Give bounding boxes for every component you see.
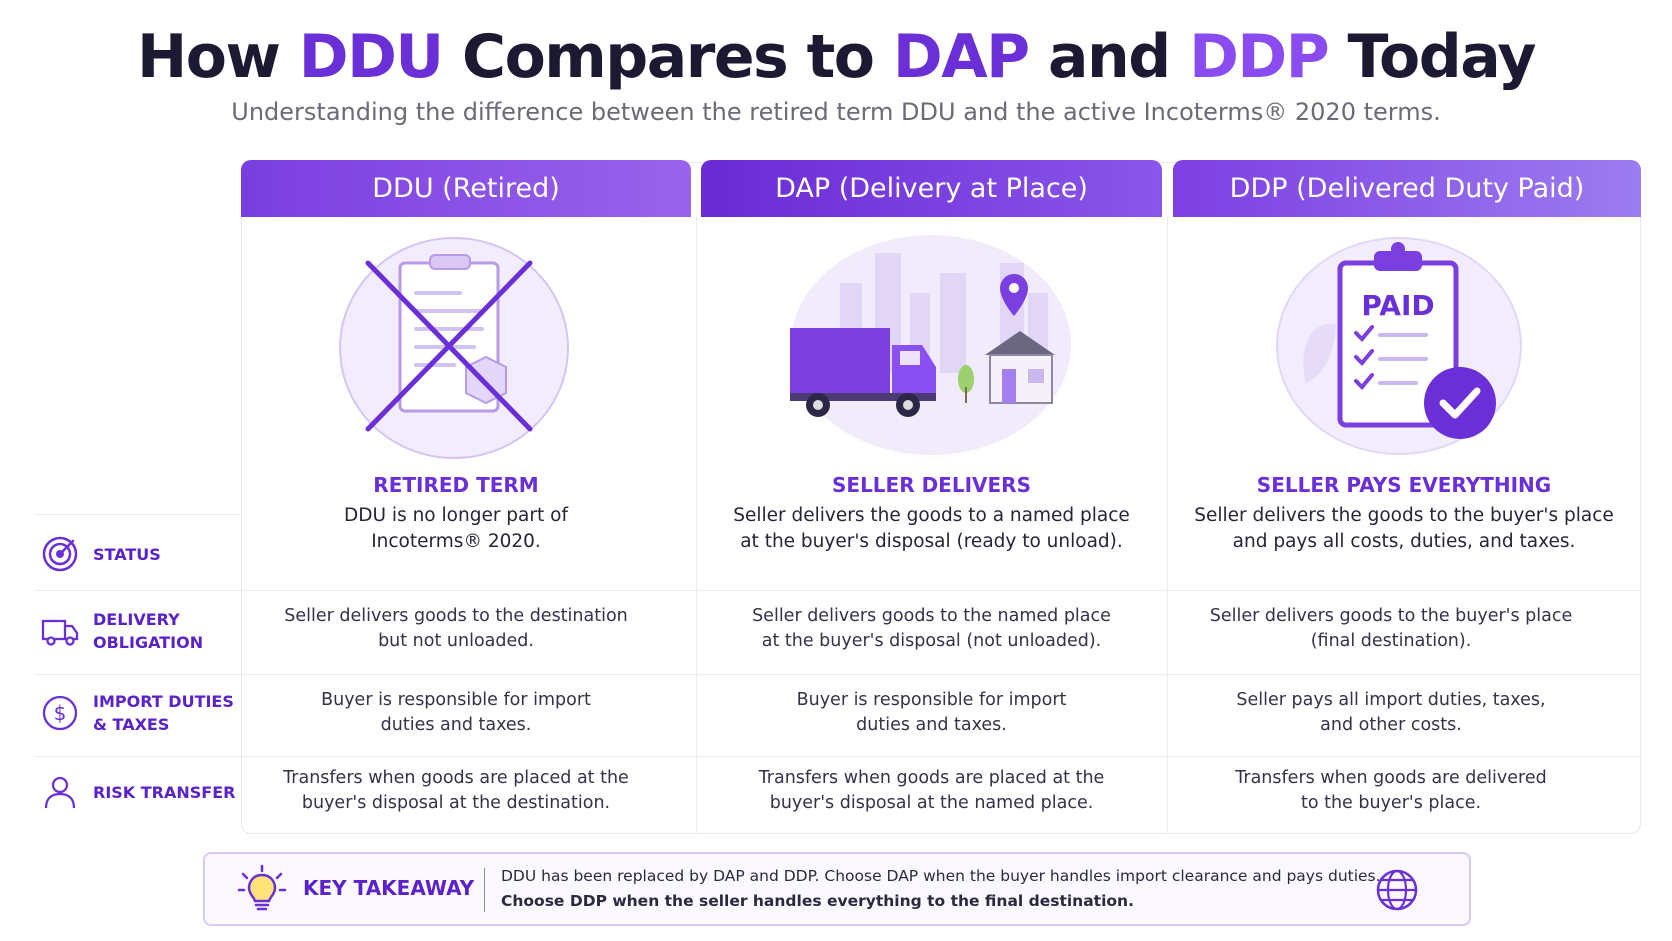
cell-line: Buyer is responsible for import — [321, 690, 591, 710]
cell-line: (final destination). — [1310, 631, 1472, 651]
column-divider — [1167, 217, 1168, 834]
cell-line: Seller delivers goods to the named place — [752, 606, 1111, 626]
cell-line: Transfers when goods are placed at the — [283, 768, 629, 788]
status-desc-ddp: Seller delivers the goods to the buyer's… — [1167, 503, 1641, 555]
cell-line: Transfers when goods are placed at the — [758, 768, 1105, 788]
title-ddp: DDP — [1189, 22, 1330, 92]
row-label-text: STATUS — [93, 544, 161, 564]
cell-risk-dap: Transfers when goods are placed at the b… — [696, 766, 1167, 816]
row-label-import-duties: $ IMPORT DUTIES & TAXES — [40, 688, 240, 738]
cell-line: Buyer is responsible for import — [796, 690, 1067, 710]
desc-line: Seller delivers the goods to the buyer's… — [1194, 505, 1614, 526]
cell-line: at the buyer's disposal (not unloaded). — [761, 631, 1102, 651]
takeaway-line-2: Choose DDP when the seller handles every… — [501, 892, 1134, 910]
cell-risk-ddp: Transfers when goods are delivered to th… — [1167, 766, 1615, 816]
cell-line: Transfers when goods are delivered — [1235, 768, 1547, 788]
column-header-ddu: DDU (Retired) — [241, 160, 691, 217]
crossed-out-document-icon — [334, 233, 594, 463]
row-divider — [34, 590, 1641, 591]
cell-delivery-dap: Seller delivers goods to the named place… — [696, 604, 1167, 654]
cell-risk-ddu: Transfers when goods are placed at the b… — [241, 766, 671, 816]
cell-line: to the buyer's place. — [1300, 793, 1482, 813]
delivery-truck-icon — [41, 619, 79, 646]
paid-clipboard-icon: PAID — [1276, 233, 1536, 463]
key-takeaway-label: KEY TAKEAWAY — [303, 876, 475, 900]
cell-line: Seller pays all import duties, taxes, — [1236, 690, 1546, 710]
row-label-text: DELIVERY — [93, 610, 180, 629]
key-takeaway-box: KEY TAKEAWAY DDU has been replaced by DA… — [203, 852, 1471, 926]
truck-to-house-icon — [790, 233, 1080, 463]
row-divider — [34, 514, 240, 515]
title-text: Today — [1328, 22, 1537, 92]
page-subtitle: Understanding the difference between the… — [231, 98, 1441, 126]
page-title: How DDU Compares to DAP and DDP Today — [0, 22, 1672, 92]
row-label-text: OBLIGATION — [93, 633, 204, 652]
cell-duties-ddp: Seller pays all import duties, taxes, an… — [1167, 688, 1615, 738]
status-desc-ddu: DDU is no longer part of Incoterms® 2020… — [241, 503, 671, 555]
row-label-status: STATUS — [40, 532, 240, 576]
desc-line: and pays all costs, duties, and taxes. — [1232, 531, 1576, 552]
cell-line: duties and taxes. — [380, 715, 532, 735]
title-text: How — [137, 22, 299, 92]
cell-line: but not unloaded. — [378, 631, 534, 651]
cell-line: buyer's disposal at the destination. — [301, 793, 611, 813]
cell-delivery-ddp: Seller delivers goods to the buyer's pla… — [1167, 604, 1615, 654]
column-header-ddp: DDP (Delivered Duty Paid) — [1173, 160, 1641, 217]
cell-line: and other costs. — [1320, 715, 1462, 735]
paid-stamp-text: PAID — [1361, 289, 1434, 322]
status-kicker-dap: SELLER DELIVERS — [832, 473, 1031, 497]
desc-line: Seller delivers the goods to a named pla… — [733, 505, 1130, 526]
row-divider — [34, 674, 1641, 675]
globe-icon — [1376, 869, 1418, 911]
row-label-text: IMPORT DUTIES — [93, 692, 234, 711]
desc-line: at the buyer's disposal (ready to unload… — [740, 531, 1123, 552]
person-icon — [44, 776, 76, 809]
target-icon — [42, 536, 78, 572]
desc-line: DDU is no longer part of — [344, 505, 568, 526]
title-ddu: DDU — [298, 22, 444, 92]
takeaway-divider — [484, 868, 485, 912]
title-text: Compares to — [442, 22, 893, 92]
row-label-text: & TAXES — [93, 715, 170, 734]
column-header-dap: DAP (Delivery at Place) — [701, 160, 1162, 217]
takeaway-line-1: DDU has been replaced by DAP and DDP. Ch… — [501, 867, 1381, 885]
svg-text:$: $ — [54, 701, 67, 725]
title-dap: DAP — [892, 22, 1030, 92]
cell-delivery-ddu: Seller delivers goods to the destination… — [241, 604, 671, 654]
row-divider — [34, 756, 1641, 757]
row-label-text: RISK TRANSFER — [93, 782, 236, 802]
cell-line: duties and taxes. — [856, 715, 1007, 735]
title-text: and — [1028, 22, 1190, 92]
desc-line: Incoterms® 2020. — [371, 531, 541, 552]
row-label-risk-transfer: RISK TRANSFER — [40, 770, 240, 814]
row-label-delivery-obligation: DELIVERY OBLIGATION — [40, 606, 240, 656]
cell-duties-ddu: Buyer is responsible for import duties a… — [241, 688, 671, 738]
lightbulb-icon — [237, 864, 287, 911]
column-divider — [696, 217, 697, 834]
status-desc-dap: Seller delivers the goods to a named pla… — [696, 503, 1167, 555]
cell-line: Seller delivers goods to the destination — [284, 606, 628, 626]
cell-line: buyer's disposal at the named place. — [769, 793, 1094, 813]
dollar-icon: $ — [42, 695, 78, 731]
cell-duties-dap: Buyer is responsible for import duties a… — [696, 688, 1167, 738]
status-kicker-ddu: RETIRED TERM — [373, 473, 539, 497]
status-kicker-ddp: SELLER PAYS EVERYTHING — [1256, 473, 1552, 497]
cell-line: Seller delivers goods to the buyer's pla… — [1209, 606, 1573, 626]
